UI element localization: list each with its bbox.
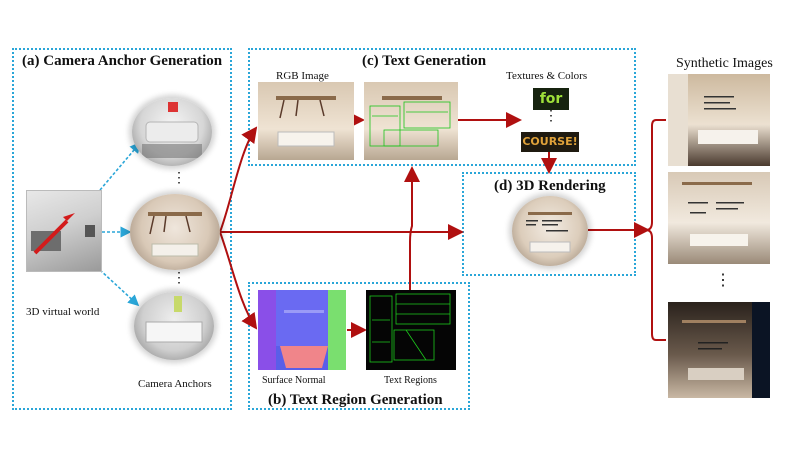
rendering-title: (d) 3D Rendering (494, 178, 606, 194)
synthetic-images-label: Synthetic Images (676, 56, 773, 71)
arrow-regions-up (404, 166, 420, 290)
surface-normal-label: Surface Normal (262, 375, 326, 386)
text-generation-title: (c) Text Generation (362, 53, 487, 69)
rgb-image (258, 82, 354, 160)
camera-anchor-mid-image (130, 194, 220, 270)
synthetic-image-1 (668, 74, 770, 166)
synthetic-image-3 (668, 302, 770, 398)
surface-normal-image (258, 290, 346, 370)
rendered-scene-image (512, 196, 588, 266)
camera-anchor-title: (a) Camera Anchor Generation (22, 53, 223, 69)
synthetic-dots: ⋮ (715, 272, 731, 289)
textures-colors-label: Textures & Colors (506, 70, 588, 82)
text-overlay-image (364, 82, 458, 160)
virtual-world-label: 3D virtual world (26, 306, 100, 318)
text-region-panel (248, 282, 470, 410)
text-generation-panel (248, 48, 636, 166)
rgb-image-label: RGB Image (276, 70, 329, 82)
texture-sample-word: for (533, 88, 569, 110)
virtual-world-image (26, 190, 102, 272)
camera-anchor-top-image (132, 98, 212, 166)
output-bracket (645, 119, 666, 341)
texture-dots: ⋮ (544, 109, 558, 124)
texture-sample-phrase: COURSE! (521, 132, 579, 152)
text-regions-label: Text Regions (384, 375, 437, 386)
text-regions-image (366, 290, 456, 370)
synthetic-image-2 (668, 172, 770, 264)
camera-anchor-bottom-image (134, 292, 214, 360)
dots-top: ⋮ (172, 171, 186, 186)
camera-anchors-label: Camera Anchors (138, 378, 212, 390)
dots-bottom: ⋮ (172, 271, 186, 286)
text-region-title: (b) Text Region Generation (268, 392, 443, 408)
